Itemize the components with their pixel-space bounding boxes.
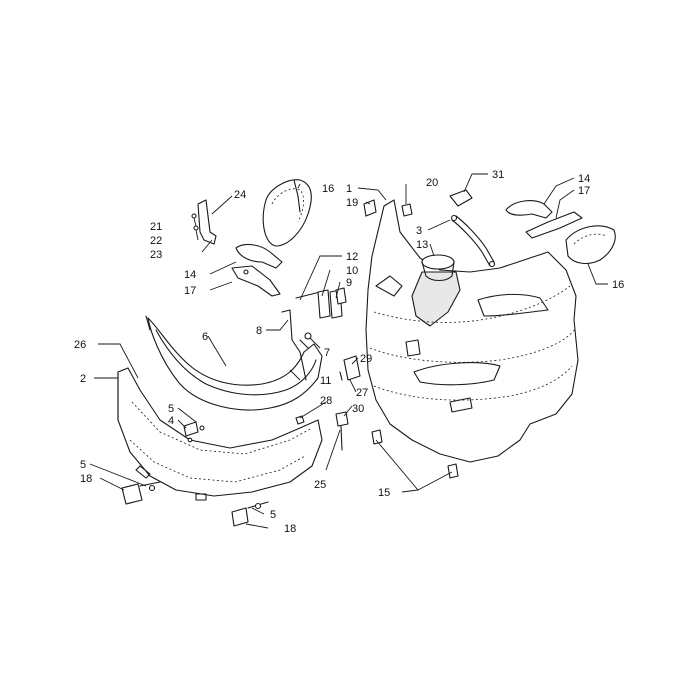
callout-19: 19	[346, 197, 358, 209]
callout-5a: 5	[168, 403, 174, 415]
callout-16b: 16	[612, 279, 624, 291]
cup-part	[421, 254, 455, 282]
mirror-cover-left	[262, 179, 312, 247]
lower-front-shield	[117, 367, 323, 501]
callout-27: 27	[356, 387, 368, 399]
callout-14a: 14	[184, 269, 196, 281]
callout-17a: 17	[184, 285, 196, 297]
upper-left-bracket	[191, 199, 217, 245]
callout-29: 29	[360, 353, 372, 365]
callout-23: 23	[150, 249, 162, 261]
small-bracket-31	[449, 189, 473, 207]
callout-13: 13	[416, 239, 428, 251]
callout-30: 30	[352, 403, 364, 415]
callout-10: 10	[346, 265, 358, 277]
callout-18b: 18	[284, 523, 296, 535]
callout-15: 15	[378, 487, 390, 499]
callout-6: 6	[202, 331, 208, 343]
callout-22: 22	[150, 235, 162, 247]
clip-15-left	[371, 429, 383, 445]
callout-8: 8	[256, 325, 262, 337]
mirror-cover-right	[565, 225, 616, 265]
callout-28: 28	[320, 395, 332, 407]
callout-24: 24	[234, 189, 246, 201]
trim-strip	[145, 315, 323, 411]
callout-21: 21	[150, 221, 162, 233]
square-clips	[363, 199, 413, 217]
callout-7: 7	[324, 347, 330, 359]
bracket-bottom	[231, 501, 269, 527]
callout-14b: 14	[578, 173, 590, 185]
callout-11: 11	[320, 375, 331, 387]
main-front-shield	[365, 199, 579, 463]
callout-5b: 5	[80, 459, 86, 471]
callout-20: 20	[426, 177, 438, 189]
callout-18a: 18	[80, 473, 92, 485]
callout-26: 26	[74, 339, 86, 351]
callout-4: 4	[168, 415, 174, 427]
callout-2: 2	[80, 373, 86, 385]
leader-lines	[89, 173, 608, 529]
callout-1: 1	[346, 183, 352, 195]
lower-small-parts	[295, 355, 361, 451]
callout-12: 12	[346, 251, 358, 263]
callout-25: 25	[314, 479, 326, 491]
callout-3: 3	[416, 225, 422, 237]
small-fittings	[281, 287, 347, 381]
strap-part	[450, 214, 496, 268]
clamp-right	[505, 200, 583, 239]
bracket-left	[121, 481, 161, 505]
callout-31: 31	[492, 169, 504, 181]
callout-17b: 17	[578, 185, 590, 197]
callout-16a: 16	[322, 183, 334, 195]
callout-5c: 5	[270, 509, 276, 521]
callout-9: 9	[346, 277, 352, 289]
callout-labels: 1 2 3 4 5 5 5 6 7 8 9 10 11 12 13 14 14 …	[74, 169, 624, 535]
clamp-left	[231, 243, 283, 297]
clip-small	[183, 421, 205, 443]
clip-15-right	[447, 463, 459, 479]
